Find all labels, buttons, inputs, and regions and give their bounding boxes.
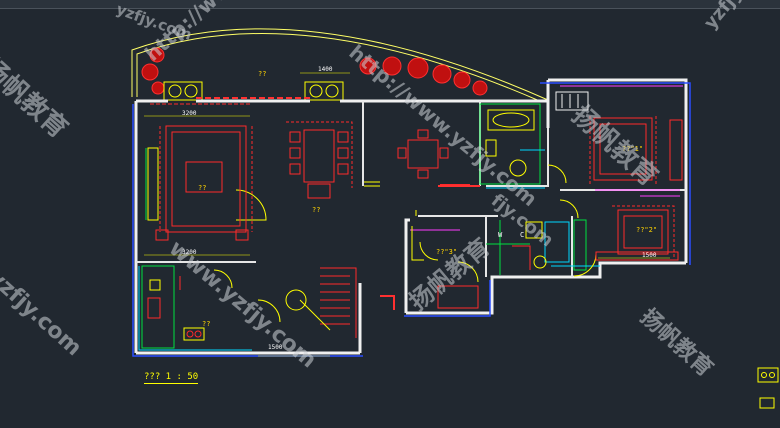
bedroom-1-furniture xyxy=(589,116,683,186)
garden-trees xyxy=(141,47,488,96)
dim-label-bed2: 1500 xyxy=(642,252,657,259)
bedroom-3-furniture xyxy=(411,226,479,309)
bedroom-1-wardrobe xyxy=(555,91,589,111)
room-label-dining: ?? xyxy=(312,206,321,214)
outer-walls xyxy=(134,78,688,355)
kitchen-fixtures xyxy=(147,276,205,341)
garden-arc xyxy=(131,28,549,103)
room-label-living: ?? xyxy=(198,184,207,192)
living-furniture xyxy=(150,103,253,241)
legend-boxes xyxy=(757,367,779,409)
staircase xyxy=(285,267,357,338)
dimension-lines xyxy=(144,72,670,357)
dining-furniture xyxy=(286,121,353,199)
room-label-wc-c: C xyxy=(520,231,525,239)
bathroom-2-fixtures xyxy=(512,221,547,270)
drawing-title: ??? 1 : 50 xyxy=(144,372,199,384)
window-top-strip xyxy=(0,0,780,9)
lines-magenta xyxy=(410,85,683,231)
lines-green xyxy=(141,103,587,349)
dim-label-top: 1400 xyxy=(318,66,333,73)
red-accent-bars xyxy=(196,97,480,310)
bedroom-2-furniture xyxy=(595,205,679,261)
room-label-garden: ?? xyxy=(258,70,267,78)
lines-cyan xyxy=(138,149,600,351)
dim-label-left-mid: 3200 xyxy=(182,249,197,256)
room-label-bedroom1: ??"1" xyxy=(622,145,644,153)
room-label-wc-w: W xyxy=(498,231,503,239)
dim-label-kitchen: 1500 xyxy=(268,344,283,351)
dim-label-left-top: 3200 xyxy=(182,110,197,117)
ac-units xyxy=(163,81,344,101)
room-label-bedroom2: ??"2" xyxy=(636,226,658,234)
bathroom-1-fixtures xyxy=(485,109,535,177)
room-label-bedroom3: ??"3" xyxy=(436,248,458,256)
room-label-kitchen: ?? xyxy=(202,320,211,328)
